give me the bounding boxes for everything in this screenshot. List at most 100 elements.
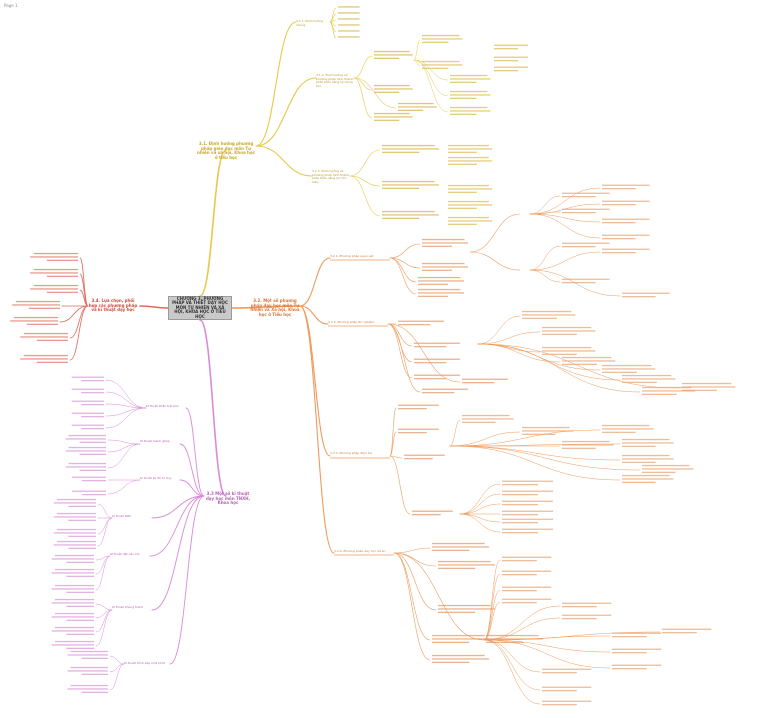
purple-sub-7[interactable]: Kĩ thuật trình bày một phút (124, 661, 165, 665)
o2-leaf-2[interactable] (414, 358, 460, 364)
p7-leaf-0[interactable] (67, 650, 108, 659)
y3-leaf-1[interactable] (382, 180, 440, 189)
o2b-leaf-1[interactable] (542, 326, 596, 335)
y2c-leaf-0[interactable] (494, 44, 528, 50)
purple-sub-1[interactable]: Kĩ thuật khăn trải bàn (146, 404, 179, 408)
y2c-leaf-2[interactable] (494, 66, 528, 72)
o3b-leaf-6[interactable] (622, 474, 674, 483)
o4b-leaf-3[interactable] (502, 598, 552, 604)
p4-leaf-0[interactable] (53, 498, 96, 507)
p3-leaf-0[interactable] (72, 476, 106, 482)
o2b-leaf-7[interactable] (682, 382, 736, 391)
branch-orange-label[interactable]: 3.2. Một số phương pháp dạy học môn Tự n… (250, 298, 300, 317)
o4-leaf-5[interactable] (486, 634, 544, 643)
purple-sub-3[interactable]: Kĩ thuật sơ đồ tư duy (140, 476, 172, 480)
p6-leaf-2[interactable] (51, 626, 94, 635)
p1-leaf-0[interactable] (71, 376, 104, 382)
p4-leaf-1[interactable] (53, 512, 96, 521)
o4b-leaf-1[interactable] (502, 570, 552, 576)
yellow-sub-2[interactable]: 3.1.2. Định hướng về phương pháp hình th… (316, 73, 354, 88)
o2b-leaf-5[interactable] (622, 374, 676, 383)
o4b-leaf-11[interactable] (542, 686, 592, 692)
yellow-sub-3[interactable]: 3.1.3. Định hướng về phương pháp hình th… (312, 169, 350, 184)
purple-sub-6[interactable]: Kĩ thuật phòng tranh (112, 605, 144, 609)
y2b-leaf-0[interactable] (422, 34, 463, 43)
y1-leaf-4[interactable] (338, 30, 360, 32)
o1-leaf-3[interactable] (418, 288, 464, 297)
red-leaf-3[interactable] (12, 300, 61, 309)
o3-leaf-3[interactable] (412, 510, 453, 516)
o4-leaf-0[interactable] (432, 542, 490, 551)
y1-leaf-5[interactable] (338, 36, 360, 38)
y3b-leaf-4[interactable] (448, 216, 493, 225)
o3b-leaf-2[interactable] (562, 440, 614, 449)
o3b-leaf-0[interactable] (462, 414, 514, 423)
red-leaf-5[interactable] (20, 332, 68, 341)
o4b-leaf-4[interactable] (562, 602, 612, 608)
o2b-leaf-2[interactable] (542, 346, 596, 355)
y2-leaf-2[interactable] (398, 102, 437, 111)
y1-leaf-2[interactable] (338, 18, 360, 20)
o1-leaf-2[interactable] (418, 276, 464, 285)
o3b-leaf-3[interactable] (602, 424, 654, 433)
o1-leaf-1[interactable] (422, 262, 468, 271)
branch-purple-label[interactable]: 3.3 Một số kĩ thuật dạy học môn TNXH, Kh… (205, 491, 251, 506)
branch-yellow-label[interactable]: 3.1. Định hướng phương pháp giáo dục môn… (196, 141, 256, 160)
p1-leaf-1[interactable] (71, 388, 104, 394)
p4-leaf-3[interactable] (53, 540, 96, 549)
o4-leaf-1[interactable] (438, 560, 496, 569)
yellow-sub-1[interactable]: 3.1.1. Định hướng chung (296, 19, 323, 27)
y1-leaf-0[interactable] (338, 6, 360, 8)
p5-leaf-1[interactable] (51, 568, 94, 577)
o3c-leaf-5[interactable] (502, 528, 553, 534)
o3-leaf-0[interactable] (398, 404, 439, 410)
p6-leaf-3[interactable] (51, 640, 94, 649)
o1c-leaf-4[interactable] (602, 218, 650, 224)
y2-leaf-0[interactable] (374, 50, 413, 59)
o1c-leaf-8[interactable] (562, 278, 610, 284)
o2-leaf-1[interactable] (414, 342, 460, 348)
y3-leaf-2[interactable] (382, 210, 440, 219)
y3b-leaf-1[interactable] (448, 156, 493, 165)
central-topic-node[interactable]: CHƯƠNG 3. PHƯƠNG PHÁP VÀ THIẾT DẠY HỌC M… (168, 296, 232, 320)
o3-leaf-2[interactable] (404, 454, 445, 460)
y3b-leaf-2[interactable] (448, 184, 493, 193)
o1c-leaf-6[interactable] (602, 248, 650, 254)
o1c-leaf-7[interactable] (562, 242, 610, 248)
p1-leaf-2[interactable] (71, 400, 104, 406)
o4-leaf-2[interactable] (438, 604, 496, 613)
orange-sub-2[interactable]: 3.2.2. Phương pháp thí nghiệm (328, 320, 375, 324)
p2-leaf-0[interactable] (65, 434, 106, 443)
y2c-leaf-1[interactable] (494, 56, 528, 62)
p4-leaf-2[interactable] (53, 528, 96, 537)
orange-sub-3[interactable]: 3.2.3. Phương pháp điều tra (330, 451, 372, 455)
orange-sub-4[interactable]: 3.2.4. Phương pháp dạy học dự án (334, 549, 386, 553)
purple-sub-2[interactable]: Kĩ thuật mảnh ghép (140, 439, 170, 443)
p5-leaf-2[interactable] (51, 584, 94, 593)
p7-leaf-2[interactable] (67, 684, 108, 693)
o1c-leaf-2[interactable] (602, 184, 650, 190)
o2b-leaf-3[interactable] (562, 356, 616, 365)
y2b-leaf-4[interactable] (450, 106, 491, 115)
o2b-leaf-0[interactable] (522, 310, 576, 319)
p6-leaf-1[interactable] (51, 612, 94, 621)
o4b-leaf-6[interactable] (612, 632, 662, 638)
o4b-leaf-12[interactable] (542, 700, 592, 706)
y1-leaf-1[interactable] (338, 12, 360, 14)
o4b-leaf-8[interactable] (612, 664, 662, 670)
o4b-leaf-10[interactable] (542, 668, 592, 674)
p1-leaf-4[interactable] (71, 424, 104, 430)
y3b-leaf-3[interactable] (448, 200, 493, 209)
o4b-leaf-0[interactable] (502, 556, 552, 562)
o1c-leaf-5[interactable] (602, 234, 650, 240)
o1c-leaf-3[interactable] (602, 200, 650, 206)
o3c-leaf-0[interactable] (502, 480, 553, 486)
purple-sub-5[interactable]: Kĩ thuật đặt câu hỏi (110, 552, 140, 556)
y3b-leaf-0[interactable] (448, 144, 493, 153)
o2b-leaf-6[interactable] (642, 386, 696, 395)
y2b-leaf-2[interactable] (450, 74, 491, 83)
orange-sub-1[interactable]: 3.2.1. Phương pháp quan sát (330, 254, 374, 258)
red-leaf-1[interactable] (30, 268, 78, 277)
red-leaf-4[interactable] (10, 316, 59, 325)
y2b-leaf-1[interactable] (422, 60, 463, 69)
